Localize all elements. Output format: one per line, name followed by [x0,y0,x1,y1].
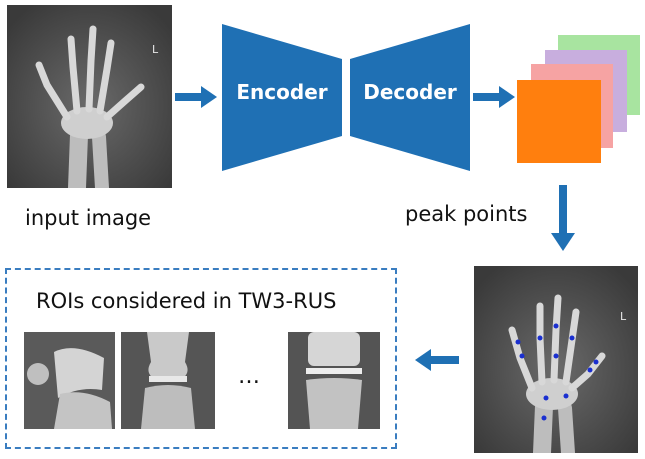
roi-crop-2 [121,332,215,429]
peak-point [537,335,543,341]
peak-point [553,353,559,359]
hand-marker-l-2: L [620,310,627,323]
encoder-block [222,24,342,171]
input-xray-image: L [7,5,172,188]
decoder-label: Decoder [363,80,457,104]
peak-point [519,353,525,359]
peak-point [515,339,521,345]
arrow-to-heatmaps [473,86,515,108]
peak-point [587,367,593,373]
peak-point [593,359,599,365]
arrow-to-rois [415,349,459,371]
heatmap-layer-orange [517,80,601,163]
peak-points-xray-image: L [474,266,638,453]
arrow-down-to-peaks [551,185,575,251]
peak-point [543,395,549,401]
input-image-label: input image [25,206,152,230]
roi-title: ROIs considered in TW3-RUS [36,289,337,313]
roi-crop-1 [24,332,115,429]
hand-marker-l: L [152,43,159,56]
roi-container [5,268,397,449]
peak-point [541,415,547,421]
peak-point [569,335,575,341]
peak-points-label: peak points [405,202,528,226]
decoder-block [350,24,470,171]
roi-ellipsis: … [238,364,260,389]
encoder-label: Encoder [236,80,328,104]
arrow-to-encoder [175,86,217,108]
peak-point [563,393,569,399]
peak-point [553,323,559,329]
roi-crop-3 [288,332,380,429]
